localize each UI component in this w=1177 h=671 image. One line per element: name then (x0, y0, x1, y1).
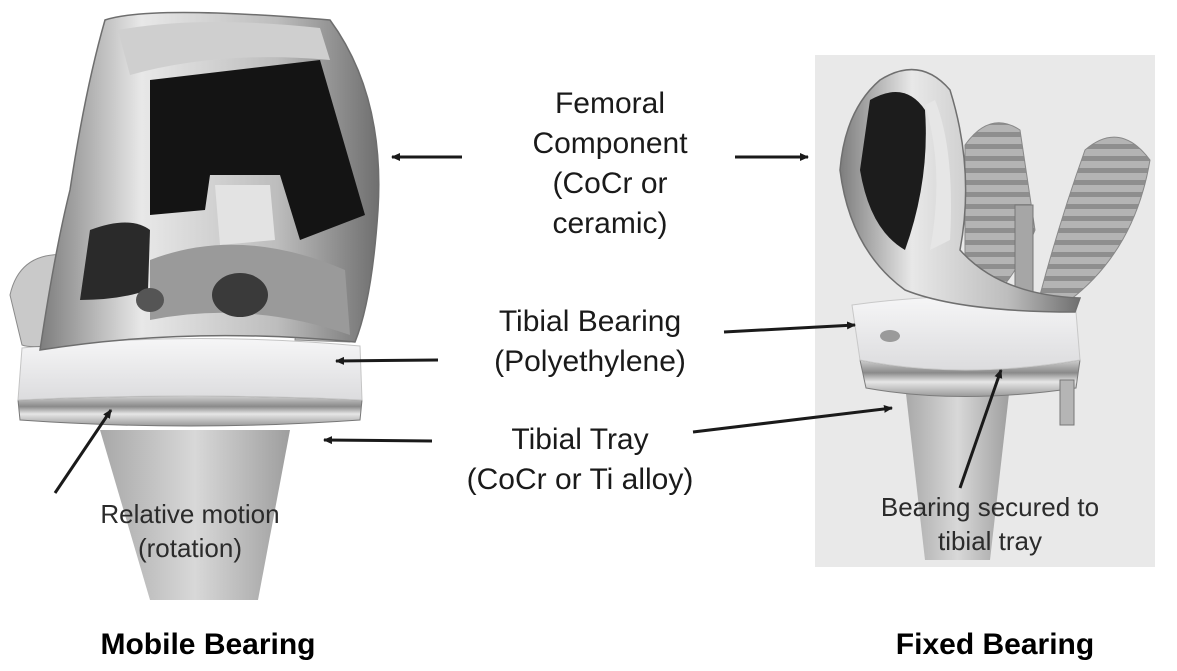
tray-label-line-2: (CoCr or Ti alloy) (420, 460, 740, 500)
bearing-secured-line-1: Bearing secured to (830, 490, 1150, 524)
arrow-tray-left (324, 440, 432, 441)
femoral-label-line-4: ceramic) (480, 204, 740, 244)
femoral-label-line-1: Femoral (480, 84, 740, 124)
relative-motion-line-2: (rotation) (40, 531, 340, 565)
mobile-tibial-bearing (18, 338, 362, 400)
fixed-central-post (1015, 205, 1033, 295)
fixed-bearing-caption: Fixed Bearing (830, 628, 1160, 662)
relative-motion-label: Relative motion (rotation) (40, 497, 340, 565)
bearing-secured-label: Bearing secured to tibial tray (830, 490, 1150, 558)
femoral-label-line-2: Component (480, 124, 740, 164)
tray-label-line-1: Tibial Tray (420, 420, 740, 460)
bearing-secured-line-2: tibial tray (830, 524, 1150, 558)
mobile-bearing-caption: Mobile Bearing (58, 628, 358, 662)
bearing-label-line-1: Tibial Bearing (440, 302, 740, 342)
tibial-bearing-label: Tibial Bearing (Polyethylene) (440, 302, 740, 382)
femoral-label-line-3: (CoCr or (480, 164, 740, 204)
arrow-bearing-left (336, 360, 438, 361)
bearing-label-line-2: (Polyethylene) (440, 342, 740, 382)
relative-motion-line-1: Relative motion (40, 497, 340, 531)
tibial-tray-label: Tibial Tray (CoCr or Ti alloy) (420, 420, 740, 500)
fixed-tray-peg (1060, 380, 1074, 425)
mobile-tibial-tray (18, 396, 362, 426)
femoral-component-label: Femoral Component (CoCr or ceramic) (480, 84, 740, 244)
